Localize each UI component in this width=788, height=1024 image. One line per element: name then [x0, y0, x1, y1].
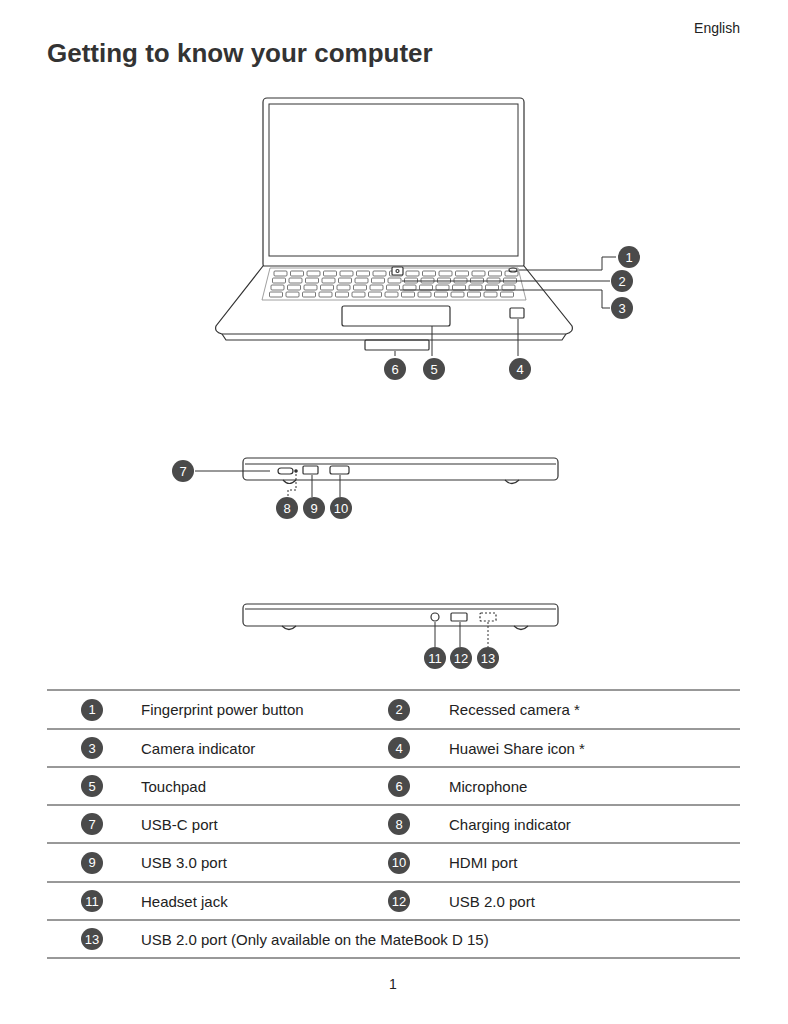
callout-number: 5	[81, 775, 103, 797]
table-cell: HDMI port	[449, 854, 517, 871]
callout-number: 10	[388, 852, 410, 874]
table-cell: Recessed camera *	[449, 701, 580, 718]
callout-number: 7	[172, 460, 194, 482]
table-cell: USB 2.0 port (Only available on the Mate…	[141, 931, 489, 948]
callout-number: 4	[509, 358, 531, 380]
callout-number: 6	[388, 775, 410, 797]
callout-number: 2	[611, 270, 633, 292]
callout-number: 13	[81, 928, 103, 950]
table-cell: Headset jack	[141, 893, 228, 910]
callout-number: 13	[477, 647, 499, 669]
callout-number: 8	[388, 813, 410, 835]
table-cell: Camera indicator	[141, 740, 255, 757]
language-label: English	[694, 20, 740, 36]
table-cell: Microphone	[449, 778, 527, 795]
callout-number: 11	[81, 890, 103, 912]
callout-number: 12	[388, 890, 410, 912]
table-cell: USB-C port	[141, 816, 218, 833]
callout-number: 1	[81, 699, 103, 721]
callout-number: 9	[81, 852, 103, 874]
table-cell: Touchpad	[141, 778, 206, 795]
callout-number: 7	[81, 813, 103, 835]
callout-number: 11	[424, 647, 446, 669]
table-cell: USB 3.0 port	[141, 854, 227, 871]
callout-number: 3	[611, 297, 633, 319]
table-cell: Charging indicator	[449, 816, 571, 833]
callout-number: 3	[81, 737, 103, 759]
callout-number: 10	[330, 497, 352, 519]
callout-number: 1	[618, 246, 640, 268]
callout-number: 9	[303, 497, 325, 519]
page-number: 1	[389, 976, 397, 992]
table-cell: Fingerprint power button	[141, 701, 304, 718]
callout-number: 4	[388, 737, 410, 759]
callout-number: 8	[276, 497, 298, 519]
page-title: Getting to know your computer	[47, 38, 433, 69]
callout-number: 2	[388, 699, 410, 721]
callout-number: 6	[384, 358, 406, 380]
table-cell: USB 2.0 port	[449, 893, 535, 910]
table-cell: Huawei Share icon *	[449, 740, 585, 757]
callout-number: 5	[423, 358, 445, 380]
callout-number: 12	[450, 647, 472, 669]
